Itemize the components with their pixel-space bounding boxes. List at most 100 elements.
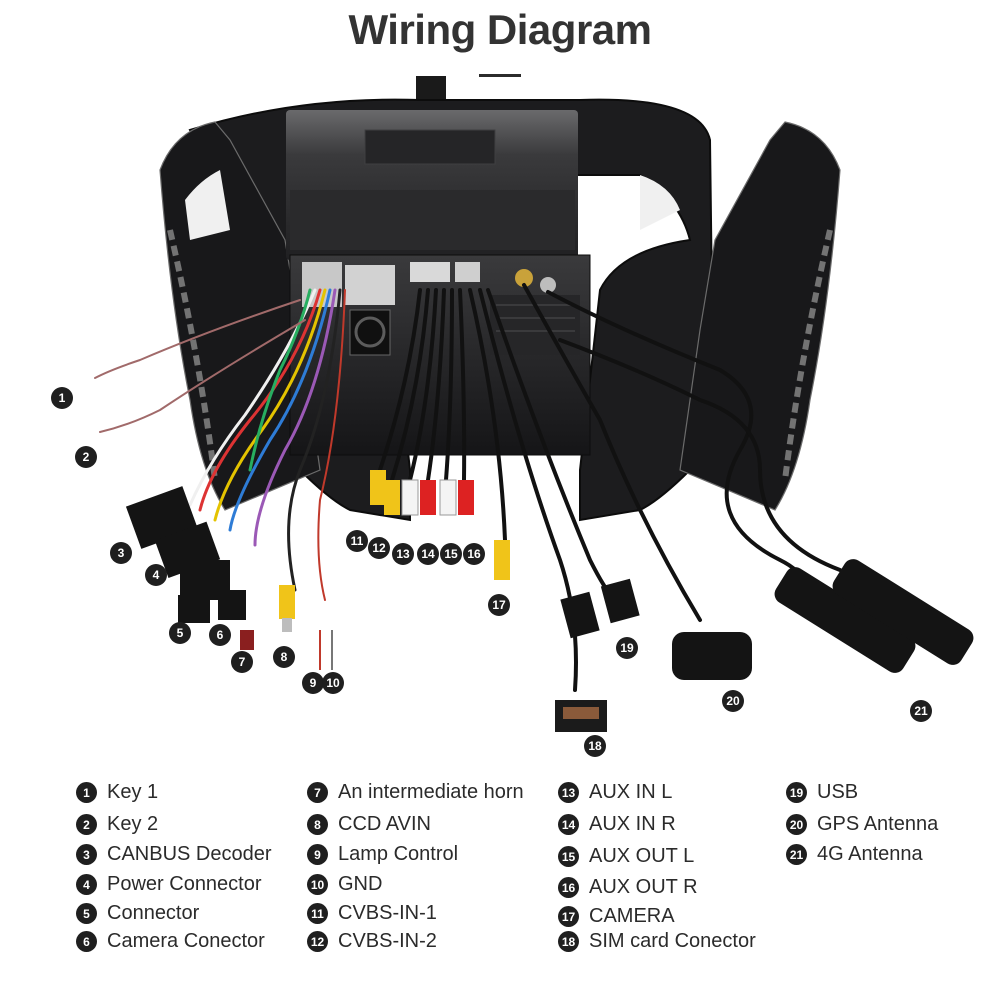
camera-connector [218,590,246,620]
4g-antenna-2 [832,559,974,665]
rca-cvbs-1 [370,470,386,505]
legend-label: USB [817,781,859,803]
legend-label: Camera Conector [107,930,265,952]
legend-number: 19 [786,782,807,803]
rca-aux-in-r [420,480,436,515]
svg-text:2: 2 [83,450,90,464]
legend-item: 11 CVBS-IN-1 [307,902,437,925]
legend-item: 6 Camera Conector [76,930,265,953]
intermediate-horn-plug [240,630,254,650]
legend-number: 16 [558,877,579,898]
ccd-avin-plug [279,585,295,619]
rca-aux-out-l [439,479,457,516]
svg-text:14: 14 [421,547,435,561]
legend-number: 21 [786,844,807,865]
legend-number: 20 [786,814,807,835]
callout-11: 11 [346,530,368,552]
head-unit [159,76,841,522]
legend-label: AUX IN L [589,781,673,803]
callout-21: 21 [910,700,932,722]
legend-number: 7 [307,782,328,803]
callout-markers: 1 2 3 4 5 6 7 8 9 10 11 12 13 14 15 16 1… [51,387,932,757]
legend-number: 5 [76,903,97,924]
connector-5 [178,595,210,623]
svg-text:1: 1 [59,391,66,405]
legend-label: AUX OUT R [589,876,698,898]
svg-text:12: 12 [372,541,386,555]
legend-number: 6 [76,931,97,952]
left-vent [185,170,230,240]
legend-label: SIM card Conector [589,930,756,952]
legend-item: 3 CANBUS Decoder [76,843,272,866]
legend-number: 4 [76,874,97,895]
wire-harness [94,283,865,692]
rca-aux-in-l [401,479,419,516]
callout-9: 9 [302,672,324,694]
connectors [125,470,974,732]
legend-label: Lamp Control [338,843,459,865]
legend-label: Key 2 [107,813,159,835]
svg-text:4: 4 [153,568,160,582]
legend-item: 1 Key 1 [76,781,158,804]
legend-label: AUX OUT L [589,845,695,867]
legend-number: 12 [307,931,328,952]
usb-connector [560,591,600,639]
rca-camera [494,540,510,580]
legend-label: CANBUS Decoder [107,843,272,865]
wiring-illustration: 1 2 3 4 5 6 7 8 9 10 11 12 13 14 15 16 1… [51,76,974,757]
fan-icon [354,316,386,348]
legend-label: Key 1 [107,781,159,803]
legend-item: 19 USB [786,781,858,804]
callout-6: 6 [209,624,231,646]
callout-15: 15 [440,543,462,565]
callout-3: 3 [110,542,132,564]
callout-10: 10 [322,672,344,694]
legend-item: 9 Lamp Control [307,843,458,866]
4g-socket [540,277,556,293]
callout-19: 19 [616,637,638,659]
svg-text:18: 18 [588,739,602,753]
legend-number: 13 [558,782,579,803]
legend-label: CAMERA [589,905,675,927]
legend-number: 15 [558,846,579,867]
legend-item: 16 AUX OUT R [558,876,698,899]
svg-text:10: 10 [326,676,340,690]
callout-1: 1 [51,387,73,409]
legend-number: 11 [307,903,328,924]
svg-text:7: 7 [239,655,246,669]
callout-18: 18 [584,735,606,757]
callout-2: 2 [75,446,97,468]
legend-label: GND [338,873,383,895]
gps-antenna [672,632,752,680]
svg-text:13: 13 [396,547,410,561]
callout-12: 12 [368,537,390,559]
legend-item: 13 AUX IN L [558,781,672,804]
rca-cvbs-2 [384,480,400,515]
legend-number: 1 [76,782,97,803]
4g-antenna-1 [774,567,916,673]
legend-number: 8 [307,814,328,835]
legend-number: 3 [76,844,97,865]
legend-number: 9 [307,844,328,865]
callout-17: 17 [488,594,510,616]
legend-label: CVBS-IN-1 [338,902,437,924]
callout-5: 5 [169,622,191,644]
callout-14: 14 [417,543,439,565]
legend-label: Power Connector [107,873,262,895]
right-wing [679,121,841,511]
legend-label: AUX IN R [589,813,676,835]
svg-text:20: 20 [726,694,740,708]
title-underline [479,74,521,77]
svg-text:5: 5 [177,626,184,640]
svg-text:3: 3 [118,546,125,560]
callout-20: 20 [722,690,744,712]
